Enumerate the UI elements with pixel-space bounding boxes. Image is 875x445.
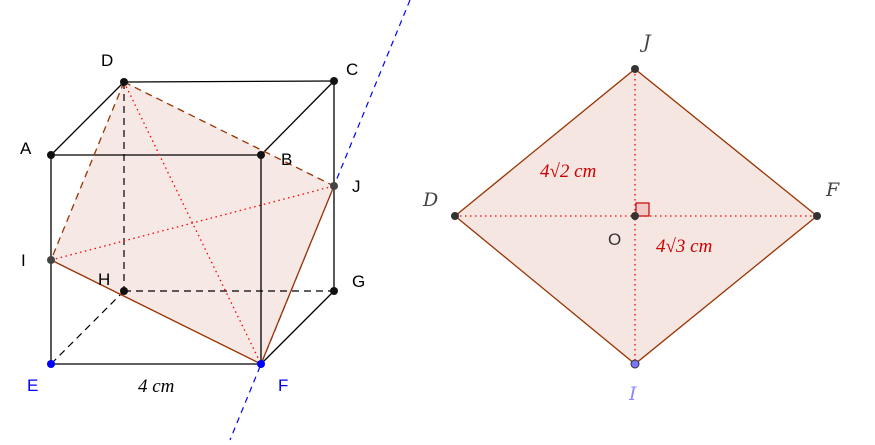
label-rhombus-f: F (825, 179, 840, 201)
label-e: E (27, 376, 38, 395)
label-j: J (352, 177, 361, 196)
right-angle-mark (635, 202, 650, 217)
label-rhombus-j: J (639, 31, 652, 53)
label-a: A (20, 139, 32, 158)
label-g: G (352, 272, 365, 291)
section-diagonals (50, 81, 335, 365)
label-c: C (346, 60, 358, 79)
cube-points (47, 77, 338, 368)
label-b: B (281, 150, 292, 169)
hidden-edges (50, 82, 334, 365)
section-edges (50, 81, 335, 365)
label-rhombus-d: D (422, 189, 438, 211)
label-i: I (21, 251, 26, 270)
edge-length-label: 4 cm (138, 376, 174, 397)
label-rhombus-o: O (608, 230, 621, 249)
label-d: D (101, 51, 113, 70)
half-diagonal-vertical-label: 4√2 cm (540, 161, 596, 182)
label-rhombus-i: I (628, 383, 637, 405)
rhombus-points (451, 65, 821, 369)
label-f: F (278, 376, 288, 395)
half-diagonal-horizontal-label: 4√3 cm (656, 236, 712, 257)
label-h: H (98, 270, 110, 289)
